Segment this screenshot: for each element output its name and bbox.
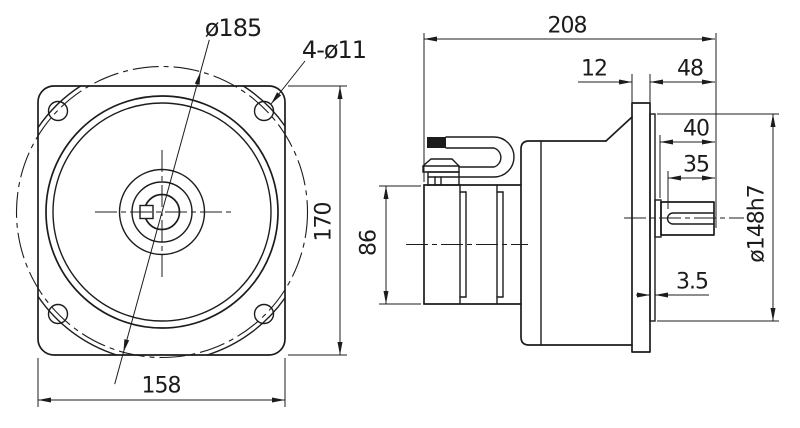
dim-shaft-length-label: 40 <box>683 117 709 142</box>
dim-key-length-label: 35 <box>683 153 709 178</box>
mounting-hole-bottom-right <box>253 303 275 325</box>
pilot-circle-outer <box>45 95 279 329</box>
mounting-hole-top-right <box>253 100 275 122</box>
dim-spigot-dia: ø148h7 <box>657 113 779 322</box>
dim-bolt-circle: ø185 <box>114 14 262 385</box>
cable-end-tip <box>427 137 446 148</box>
dim-overall-length-label: 208 <box>548 14 587 39</box>
dim-flange-height-label: 170 <box>312 203 337 242</box>
dim-spigot-depth: 3.5 <box>636 270 709 298</box>
mounting-hole-top-left <box>47 100 69 122</box>
corner-blend-arcs <box>37 85 286 356</box>
dim-spigot-dia-label: ø148h7 <box>745 185 770 262</box>
dim-shaft-length: 40 <box>659 117 715 198</box>
dim-key-length: 35 <box>667 153 715 209</box>
dim-flange-width: 158 <box>37 358 286 407</box>
dim-flange-width-label: 158 <box>142 374 181 399</box>
side-view: 208 12 48 40 <box>357 14 779 353</box>
bolt-circle <box>15 65 309 359</box>
dim-flange-thickness: 12 <box>578 57 651 110</box>
dim-front-length-label: 48 <box>677 57 703 82</box>
pilot-circle-inner <box>52 102 272 322</box>
flange-plate <box>631 102 651 353</box>
main-body <box>520 116 633 346</box>
dim-flange-thickness-label: 12 <box>581 57 607 82</box>
dim-bolt-circle-label: ø185 <box>205 14 262 42</box>
power-cable <box>427 136 515 178</box>
dim-front-length: 48 <box>650 57 715 85</box>
dim-mounting-holes: 4-ø11 <box>270 36 367 105</box>
dim-mounting-holes-label: 4-ø11 <box>302 36 366 64</box>
dim-rear-body-dia-label: 86 <box>357 230 382 256</box>
front-view: 170 158 ø185 4-ø11 <box>15 14 367 407</box>
dim-rear-body-dia: 86 <box>357 185 421 305</box>
dim-flange-height: 170 <box>288 85 347 356</box>
body-flange-chamfer <box>605 116 633 142</box>
dim-overall-length: 208 <box>423 14 717 228</box>
dim-spigot-depth-label: 3.5 <box>676 270 708 295</box>
mounting-hole-bottom-left <box>47 303 69 325</box>
terminal-box <box>422 158 460 186</box>
front-flange-outline <box>37 85 286 356</box>
